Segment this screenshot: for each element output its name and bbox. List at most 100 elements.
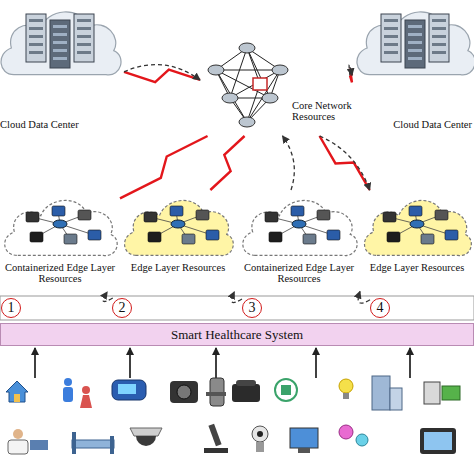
oximeter-icon <box>112 380 146 400</box>
server-slot <box>29 19 43 22</box>
dashed-flow <box>103 292 113 301</box>
node-label: Containerized Edge Layer Resources <box>238 262 360 284</box>
node-label: 1 <box>8 301 15 315</box>
bed-post <box>110 436 114 454</box>
microscope-tube <box>208 424 221 447</box>
edge-router <box>53 220 67 228</box>
server-slot <box>77 27 91 30</box>
edge-device <box>383 212 396 222</box>
bulb-glass <box>339 379 353 393</box>
camera-icon <box>170 381 198 403</box>
server-slot <box>384 27 398 30</box>
edge-cloud: Edge Layer Resources <box>360 190 474 292</box>
bulb-icon <box>339 425 368 446</box>
bed-frame <box>72 440 114 448</box>
node-label: Edge Layer Resources <box>120 262 236 273</box>
edge-devices-art <box>360 190 474 262</box>
oximeter-body <box>112 380 146 400</box>
edge-device <box>88 230 101 240</box>
callout-circle: 1 <box>1 298 21 318</box>
edge-device <box>435 210 448 220</box>
router-symbol <box>222 93 238 103</box>
edge-device <box>327 230 340 240</box>
up-arrow <box>409 348 411 378</box>
server-slot <box>29 27 43 30</box>
core-network-art <box>200 40 295 135</box>
webcam-stand <box>256 442 264 452</box>
edge-device <box>409 206 422 216</box>
edge-router <box>171 220 185 228</box>
server-slot <box>53 41 67 44</box>
dome-lens <box>136 436 156 446</box>
router-symbol <box>272 65 288 75</box>
node-label: 2 <box>119 301 126 315</box>
edge-device <box>26 212 39 222</box>
server-slot <box>53 33 67 36</box>
system-band: Smart Healthcare System <box>0 323 474 346</box>
server-rack <box>381 14 401 62</box>
dashed-flow <box>232 292 242 303</box>
webcam-lens <box>257 431 263 437</box>
microscope-base <box>204 448 228 453</box>
network-link <box>230 48 247 98</box>
wireless-link <box>124 70 200 83</box>
edge-devices-art <box>238 190 360 262</box>
edge-device <box>170 206 183 216</box>
edge-device <box>52 206 65 216</box>
cloud-outline <box>125 200 234 255</box>
edge-device <box>64 234 77 244</box>
router-symbol <box>239 117 255 127</box>
cloud-outline <box>243 200 357 255</box>
firewall-symbol <box>253 78 267 90</box>
edge-cloud: Containerized Edge Layer Resources <box>238 190 360 292</box>
sensor-panel <box>442 386 460 400</box>
bulb-glass <box>356 434 368 446</box>
network-link <box>247 70 280 122</box>
node-label: Core Network Resources <box>292 100 352 122</box>
sensor-icon <box>424 382 460 404</box>
node-label: 3 <box>249 301 256 315</box>
server-slot <box>432 51 446 54</box>
dashed-flow <box>358 291 370 303</box>
edge-device <box>445 230 458 240</box>
server-slot <box>432 19 446 22</box>
person-icon <box>63 378 73 402</box>
wireless-link <box>320 136 370 190</box>
wireless-link <box>350 69 352 83</box>
node-label: 4 <box>377 301 384 315</box>
network-link <box>216 70 280 71</box>
computer-screen <box>290 428 318 448</box>
up-arrow <box>215 348 217 378</box>
edge-device <box>265 212 278 222</box>
edge-devices-art <box>0 190 120 262</box>
edge-device <box>148 232 161 242</box>
node-label: Cloud Data Center <box>0 119 124 130</box>
dashed-flow <box>349 65 352 76</box>
edge-device <box>387 232 400 242</box>
router-symbol <box>239 43 255 53</box>
network-link <box>247 48 270 98</box>
node-label: Containerized Edge Layer Resources <box>0 262 120 284</box>
edge-device <box>30 232 43 242</box>
callout-circle: 3 <box>242 298 262 318</box>
number-strip <box>0 296 474 320</box>
house-shape <box>6 381 28 402</box>
person-body <box>63 387 73 402</box>
core-network: Core Network Resources <box>200 40 350 136</box>
dashed-flow <box>320 136 370 190</box>
node-label: Cloud Data Center <box>348 119 472 130</box>
bulb-icon <box>339 379 353 399</box>
cloud-outline <box>364 200 471 255</box>
server-slot <box>432 43 446 46</box>
server-slot <box>77 35 91 38</box>
server-slot <box>384 35 398 38</box>
bulb-base <box>343 393 349 399</box>
computer-stand <box>298 448 310 453</box>
server-rack <box>26 14 46 62</box>
building-icon <box>372 376 402 410</box>
server-slot <box>53 57 67 60</box>
person-icon <box>80 386 92 408</box>
server-slot <box>408 33 422 36</box>
door-lock-icon <box>206 378 226 406</box>
cloud-outline <box>357 12 474 75</box>
